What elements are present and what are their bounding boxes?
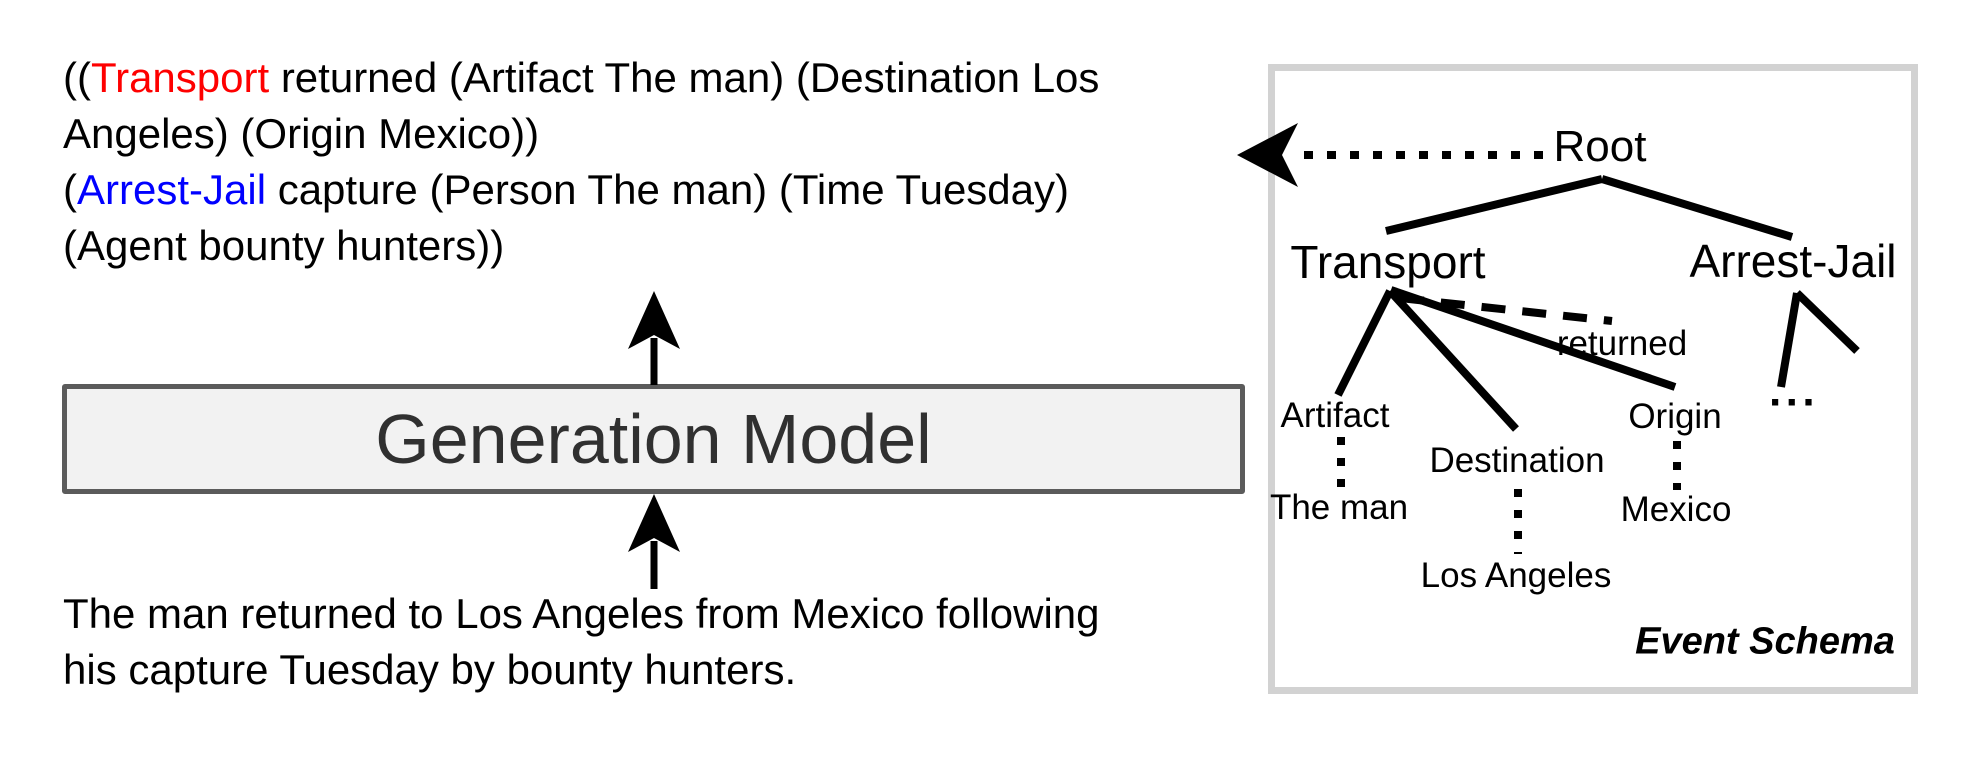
generation-model-label: Generation Model xyxy=(375,400,932,478)
node-the-man: The man xyxy=(1269,488,1409,527)
output-line-2: Angeles) (Origin Mexico)) xyxy=(63,106,1099,162)
input-arrow-head-icon xyxy=(628,494,680,552)
output-line-3: (Arrest-Jail capture (Person The man) (T… xyxy=(63,162,1099,218)
node-ellipsis: ··· xyxy=(1769,378,1819,427)
event-schema-caption: Event Schema xyxy=(1635,620,1895,663)
node-root: Root xyxy=(1553,122,1647,171)
output-line3-event-type: Arrest-Jail xyxy=(77,166,267,213)
node-destination: Destination xyxy=(1429,441,1605,480)
node-returned: returned xyxy=(1556,324,1688,363)
input-line1-text: The man returned to Los Angeles from Mex… xyxy=(63,590,1100,637)
node-origin: Origin xyxy=(1628,397,1722,436)
output-line-1: ((Transport returned (Artifact The man) … xyxy=(63,50,1099,106)
node-transport: Transport xyxy=(1290,236,1486,288)
output-arrow-head-icon xyxy=(628,291,680,349)
output-line1-event-type: Transport xyxy=(90,54,270,101)
node-mexico: Mexico xyxy=(1620,490,1732,529)
node-artifact: Artifact xyxy=(1280,396,1390,435)
input-line-1: The man returned to Los Angeles from Mex… xyxy=(63,586,1100,642)
input-sentence: The man returned to Los Angeles from Mex… xyxy=(63,586,1100,698)
output-line2-text: Angeles) (Origin Mexico)) xyxy=(63,110,540,157)
output-sexpression: ((Transport returned (Artifact The man) … xyxy=(63,50,1099,274)
output-line3-open: ( xyxy=(63,166,77,213)
generation-model-box: Generation Model xyxy=(62,384,1245,494)
output-line3-rest: capture (Person The man) (Time Tuesday) xyxy=(266,166,1070,213)
node-arrest-jail: Arrest-Jail xyxy=(1689,235,1897,287)
input-line-2: his capture Tuesday by bounty hunters. xyxy=(63,642,1100,698)
output-line1-rest: returned (Artifact The man) (Destination… xyxy=(269,54,1100,101)
output-line-4: (Agent bounty hunters)) xyxy=(63,218,1099,274)
output-line4-text: (Agent bounty hunters)) xyxy=(63,222,505,269)
node-los-angeles: Los Angeles xyxy=(1420,556,1612,595)
output-line1-open: (( xyxy=(63,54,91,101)
input-line2-text: his capture Tuesday by bounty hunters. xyxy=(63,646,797,693)
